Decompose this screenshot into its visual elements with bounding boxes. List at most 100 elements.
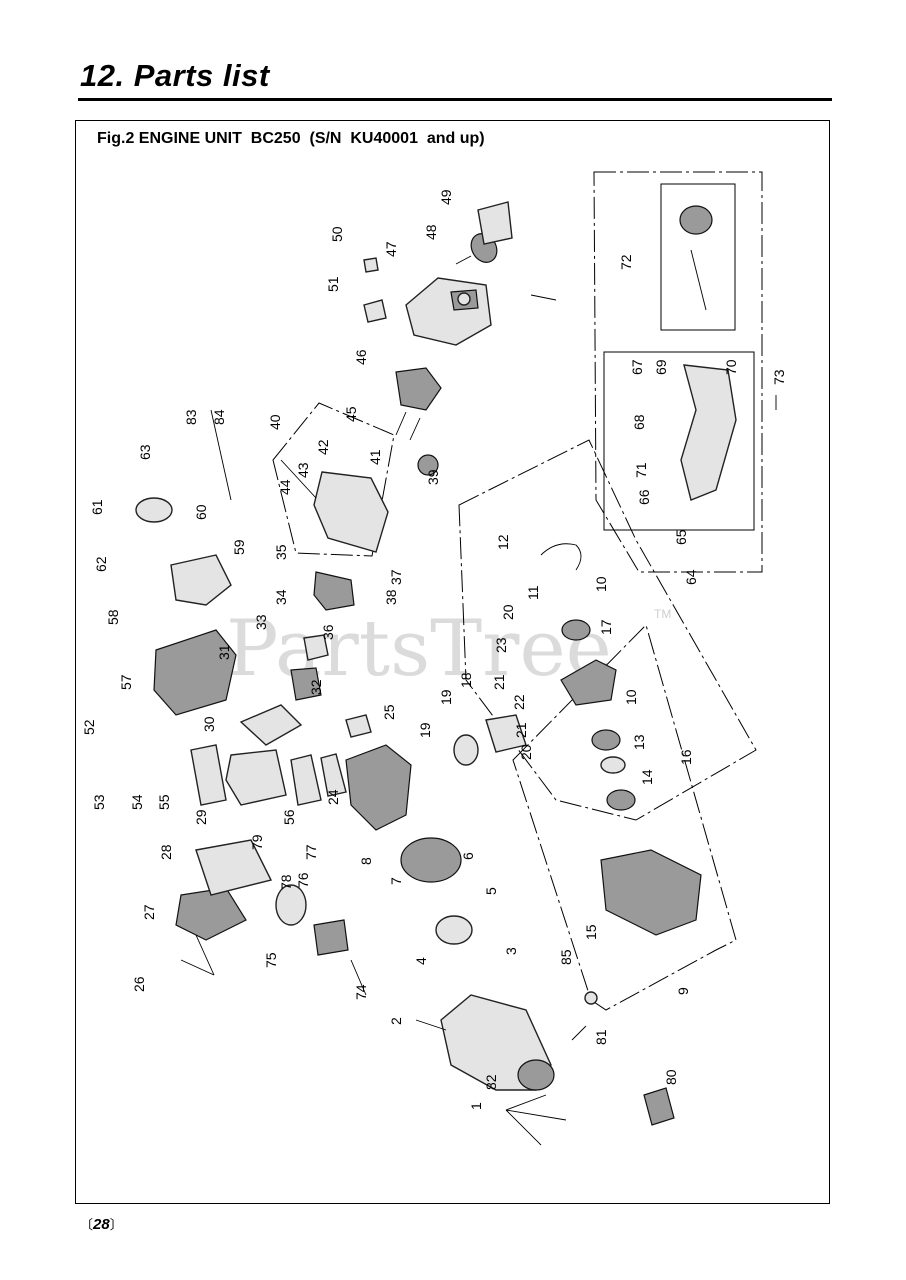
part-grommet — [395, 367, 442, 411]
callout-15: 15 — [583, 924, 599, 940]
part-air-cleaner-case — [170, 554, 232, 606]
callout-55: 55 — [156, 794, 172, 810]
part-label-50 — [363, 257, 379, 273]
callout-56: 56 — [281, 809, 297, 825]
callout-25: 25 — [381, 704, 397, 720]
part-clutch-case-hub — [517, 1059, 555, 1091]
part-crankcase — [600, 849, 702, 936]
callout-21b: 21 — [513, 722, 529, 738]
part-fuel-tank — [680, 364, 737, 501]
part-fan-cover — [153, 629, 237, 716]
part-gasket-55 — [190, 744, 227, 806]
callout-64: 64 — [683, 569, 699, 585]
part-76 — [275, 884, 307, 926]
part-filter — [135, 497, 173, 523]
callout-2: 2 — [388, 1017, 404, 1025]
callout-26: 26 — [131, 976, 147, 992]
box-starter-rope — [660, 183, 736, 331]
part-33 — [303, 634, 329, 661]
part-insulator — [313, 471, 389, 553]
part-crankcase-half — [345, 744, 412, 831]
callout-46: 46 — [353, 349, 369, 365]
callout-28: 28 — [158, 844, 174, 860]
callout-20b: 20 — [518, 744, 534, 760]
box-fuel-tank — [603, 351, 755, 531]
part-carburetor — [313, 571, 355, 611]
page-number-value: 28 — [93, 1216, 110, 1233]
callout-52: 52 — [81, 719, 97, 735]
callout-77: 77 — [303, 844, 319, 860]
callout-29: 29 — [193, 809, 209, 825]
callout-4: 4 — [413, 957, 429, 965]
callout-54: 54 — [129, 794, 145, 810]
callout-23: 23 — [493, 637, 509, 653]
callout-80: 80 — [663, 1069, 679, 1085]
callout-45: 45 — [343, 406, 359, 422]
part-crankshaft — [560, 659, 617, 706]
callout-12: 12 — [495, 534, 511, 550]
callout-3: 3 — [503, 947, 519, 955]
part-clutch — [435, 915, 473, 945]
watermark: PartsTree — [226, 604, 612, 694]
callout-57: 57 — [118, 674, 134, 690]
callout-6: 6 — [460, 852, 476, 860]
callout-78: 78 — [278, 874, 294, 890]
part-bearing-10b — [591, 729, 621, 751]
callout-33: 33 — [253, 614, 269, 630]
callout-19a: 19 — [438, 689, 454, 705]
callout-59: 59 — [231, 539, 247, 555]
part-85 — [584, 991, 598, 1005]
part-label-51 — [363, 299, 387, 323]
callout-21a: 21 — [491, 674, 507, 690]
part-knob — [417, 454, 439, 476]
callout-39: 39 — [425, 469, 441, 485]
callout-10a: 10 — [593, 576, 609, 592]
callouts: 1 2 3 4 5 6 7 8 9 10 10 11 12 13 14 15 1… — [81, 189, 787, 1110]
callout-58: 58 — [105, 609, 121, 625]
callout-53: 53 — [91, 794, 107, 810]
leader-lines — [180, 294, 567, 1146]
part-gasket-56a — [290, 754, 322, 806]
callout-37: 37 — [388, 569, 404, 585]
callout-81: 81 — [593, 1029, 609, 1045]
callout-41: 41 — [367, 449, 383, 465]
part-label-49 — [477, 201, 513, 245]
callout-18: 18 — [458, 672, 474, 688]
callout-85: 85 — [558, 949, 574, 965]
callout-72: 72 — [618, 254, 634, 270]
part-starter-reel — [679, 205, 713, 235]
exploded-parts-diagram: PartsTree TM — [81, 171, 787, 1146]
callout-67: 67 — [629, 359, 645, 375]
figure-frame — [75, 120, 830, 1204]
callout-20a: 20 — [500, 604, 516, 620]
part-screws-45 — [395, 411, 421, 441]
callout-19b: 19 — [417, 722, 433, 738]
part-14 — [606, 789, 636, 811]
page-heading: 12. Parts list — [80, 58, 270, 93]
callout-9: 9 — [675, 987, 691, 995]
callout-32: 32 — [308, 679, 324, 695]
part-ignition-coil — [313, 919, 349, 956]
callout-68: 68 — [631, 414, 647, 430]
page-number: 〔28〕 — [80, 1216, 123, 1233]
callout-74: 74 — [353, 984, 369, 1000]
part-muffler-cover — [195, 839, 273, 896]
callout-34: 34 — [273, 589, 289, 605]
callout-79: 79 — [249, 834, 265, 850]
callout-66: 66 — [636, 489, 652, 505]
box-crankcase-group — [458, 439, 757, 821]
box-crankcase-assembly — [512, 624, 737, 1011]
callout-43: 43 — [295, 462, 311, 478]
callout-42: 42 — [315, 439, 331, 455]
callout-83: 83 — [183, 409, 199, 425]
box-carburetor-insulator — [272, 402, 395, 557]
callout-75: 75 — [263, 952, 279, 968]
callout-71: 71 — [633, 462, 649, 478]
part-heat-shield — [239, 704, 303, 746]
part-bearing-10a — [561, 619, 591, 641]
callout-13: 13 — [631, 734, 647, 750]
callout-17: 17 — [598, 619, 614, 635]
callout-76: 76 — [295, 872, 311, 888]
callout-82: 82 — [483, 1074, 499, 1090]
part-top-cover — [405, 277, 492, 346]
